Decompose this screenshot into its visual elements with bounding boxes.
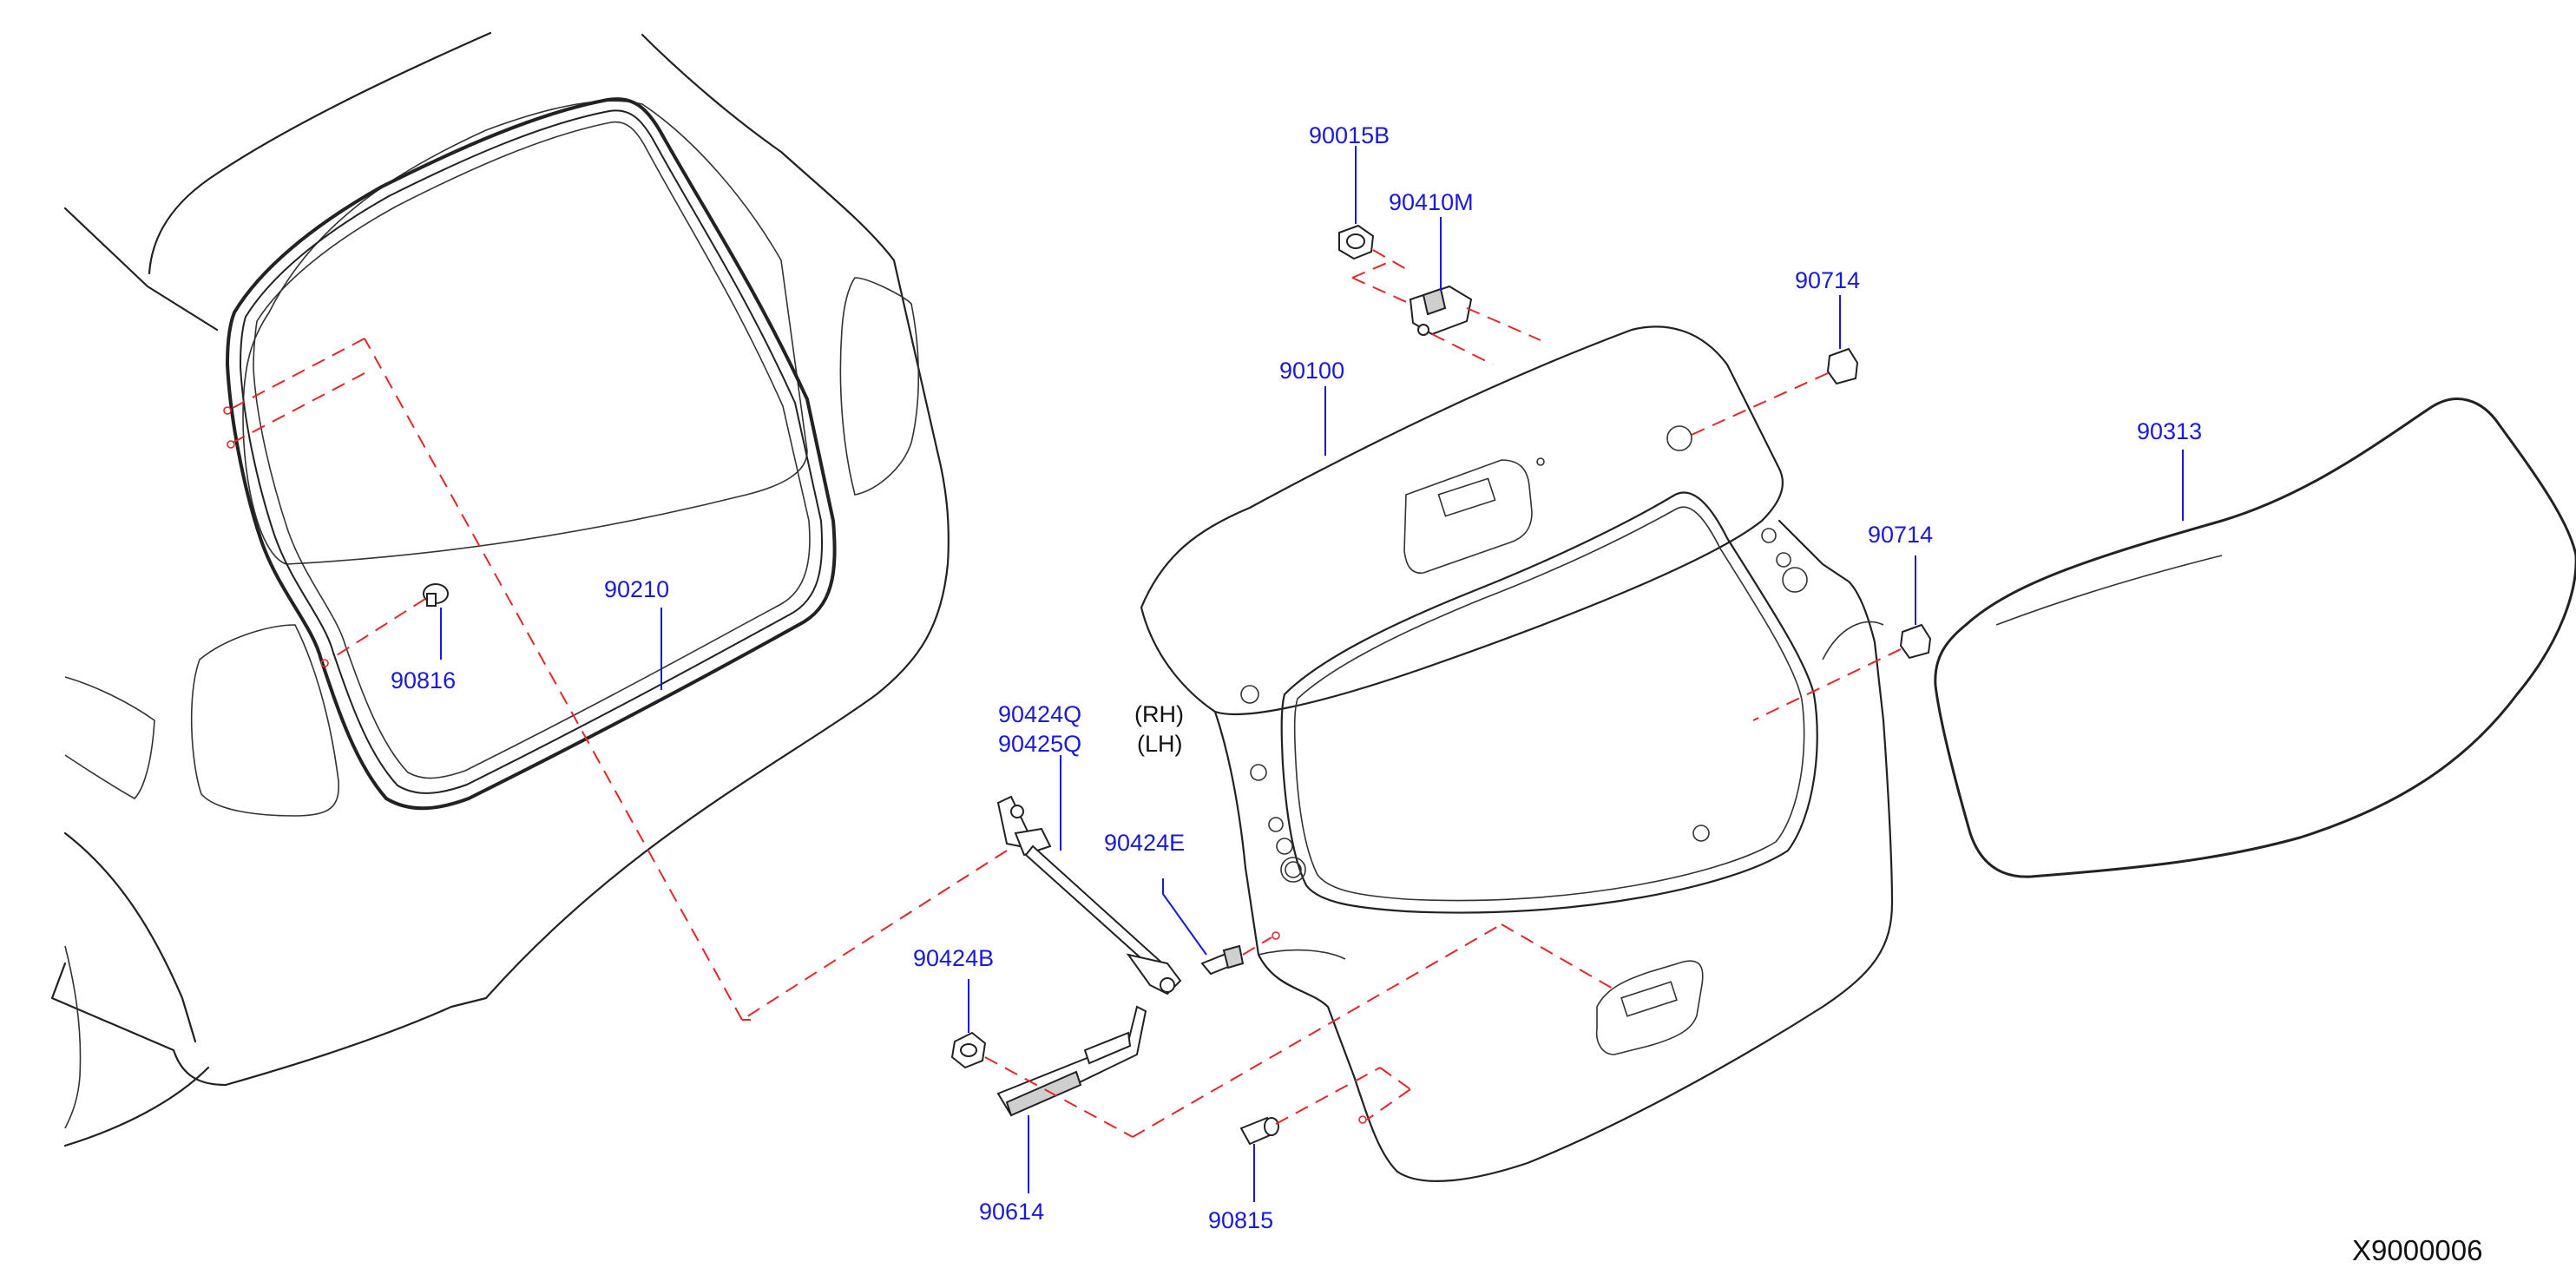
bumper-90714-mid <box>1899 555 1932 660</box>
bracket-90614 <box>996 1005 1147 1193</box>
callout-90210: 90210 <box>604 576 669 602</box>
back-door-glass-90313 <box>1934 398 2576 878</box>
back-door-panel-90100 <box>1140 325 1894 1183</box>
callout-90410M: 90410M <box>1389 189 1474 215</box>
callout-90714-top: 90714 <box>1795 267 1860 293</box>
callout-90424B: 90424B <box>913 945 994 971</box>
callout-90425Q: 90425Q <box>998 731 1081 757</box>
nut-90015B <box>1338 146 1375 260</box>
bumper-90714-top <box>1826 295 1859 385</box>
weatherstrip-90210 <box>226 97 837 811</box>
callout-90424Q: 90424Q <box>998 701 1081 727</box>
callout-90424E: 90424E <box>1104 830 1185 856</box>
callout-90714-mid: 90714 <box>1868 522 1933 548</box>
nut-90424B <box>950 979 987 1069</box>
suffix-lh: (LH) <box>1137 731 1183 757</box>
callout-90015B: 90015B <box>1309 122 1390 148</box>
callout-90816: 90816 <box>391 667 456 693</box>
hinge-90410M <box>1409 217 1473 336</box>
stay-assembly-90424Q-90425Q <box>996 755 1182 996</box>
callout-90100: 90100 <box>1279 358 1344 384</box>
diagram-code: X9000006 <box>2352 1234 2482 1266</box>
callout-90815: 90815 <box>1208 1207 1273 1233</box>
clip-90815 <box>1239 1116 1279 1202</box>
callout-90614: 90614 <box>979 1199 1044 1225</box>
bolt-90424E <box>1162 878 1245 976</box>
clip-90816 <box>320 583 449 667</box>
suffix-rh: (RH) <box>1134 701 1184 727</box>
vehicle-body <box>50 31 950 1147</box>
callout-90313: 90313 <box>2137 418 2202 444</box>
